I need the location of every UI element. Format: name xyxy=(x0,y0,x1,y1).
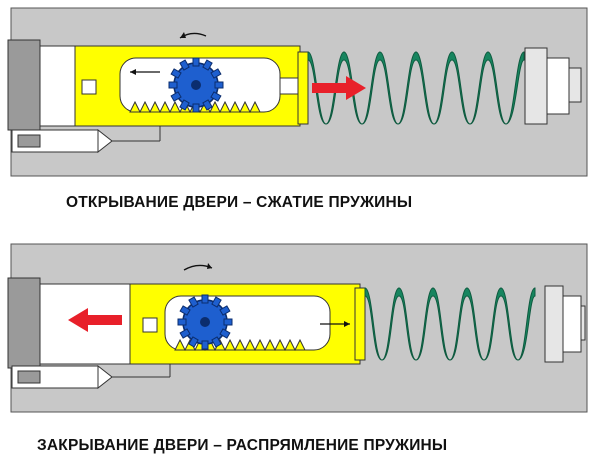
right-plug xyxy=(562,295,582,353)
adjustment-valve xyxy=(11,364,171,390)
rotation-arrow-icon xyxy=(179,32,207,39)
diagram-closing xyxy=(0,240,600,430)
left-piston-chamber xyxy=(39,45,76,127)
caption-opening: ОТКРЫВАНИЕ ДВЕРИ – СЖАТИЕ ПРУЖИНЫ xyxy=(66,194,413,211)
right-screw xyxy=(568,67,582,103)
red-direction-arrow-icon xyxy=(312,76,366,100)
gear-icon xyxy=(168,57,224,113)
valve xyxy=(81,79,97,95)
rod xyxy=(279,77,301,95)
spring-icon xyxy=(364,287,536,361)
right-plug xyxy=(546,57,570,115)
direction-arrow-icon xyxy=(130,69,160,75)
spring-plate xyxy=(297,51,309,125)
left-end-cap xyxy=(7,39,41,131)
right-end-cap xyxy=(544,285,564,363)
caption-closing: ЗАКРЫВАНИЕ ДВЕРИ – РАСПРЯМЛЕНИЕ ПРУЖИНЫ xyxy=(37,437,448,454)
red-direction-arrow-icon xyxy=(68,308,122,332)
rotation-arrow-icon xyxy=(183,263,213,271)
adjustment-valve xyxy=(11,126,161,154)
diagram-opening xyxy=(0,0,600,190)
closer-mechanism-closing xyxy=(7,243,588,413)
right-end-cap xyxy=(524,47,548,125)
left-end-cap xyxy=(7,277,41,369)
right-screw xyxy=(580,305,586,341)
direction-arrow-icon xyxy=(320,321,350,327)
gear-icon xyxy=(177,294,233,350)
closer-mechanism-opening xyxy=(7,7,588,177)
valve xyxy=(142,317,158,333)
spring-icon xyxy=(307,51,525,125)
spring-plate xyxy=(354,287,366,361)
